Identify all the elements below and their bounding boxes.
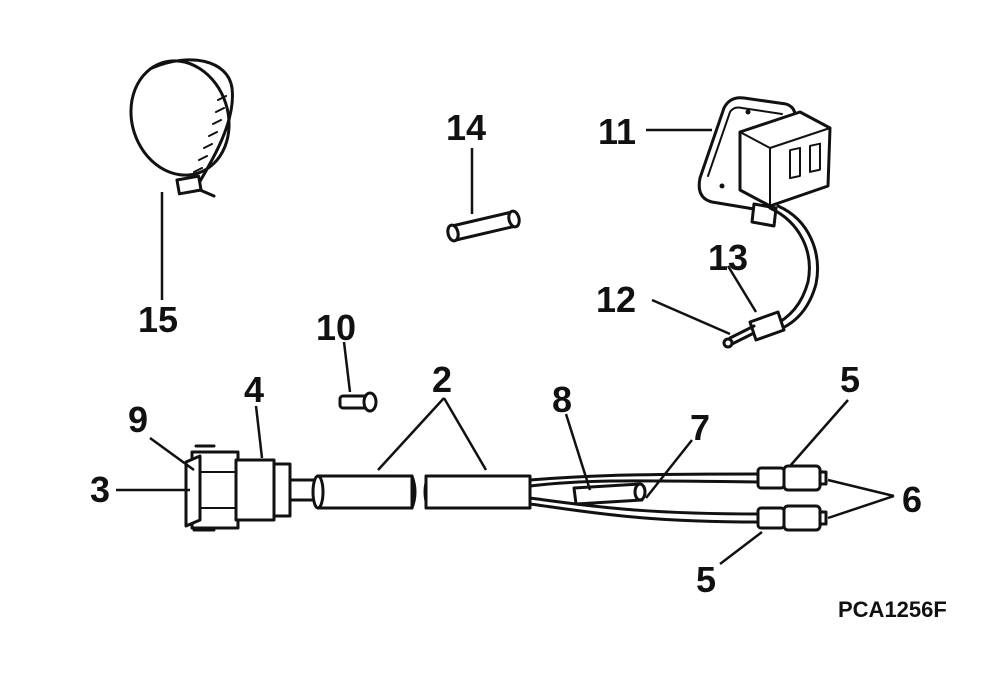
leader-8	[564, 413, 592, 491]
part-harness-sleeve	[311, 474, 532, 510]
leader-2	[377, 397, 488, 471]
callout-15: 15	[138, 299, 178, 340]
leader-9	[149, 436, 195, 472]
callout-10: 10	[316, 307, 356, 348]
callout-8: 8	[552, 379, 572, 420]
leader-5-top	[789, 399, 849, 467]
part-bolt	[338, 391, 378, 413]
part-terminal	[722, 310, 786, 349]
figure-code: PCA1256F	[838, 597, 947, 622]
callout-12: 12	[596, 279, 636, 320]
leader-5-bottom	[719, 531, 763, 565]
leader-13	[726, 265, 758, 313]
part-pin	[446, 209, 521, 243]
callout-4: 4	[244, 369, 264, 410]
leader-lines	[116, 128, 895, 565]
part-cable-tie	[129, 58, 234, 198]
leader-12	[651, 298, 731, 336]
part-wires	[528, 472, 762, 524]
callout-9: 9	[128, 399, 148, 440]
callout-13: 13	[708, 237, 748, 278]
leader-10	[342, 341, 352, 393]
callout-5-top: 5	[840, 359, 860, 400]
part-lead-wire	[768, 204, 819, 332]
callout-labels: 15 14 11 13 12 10 2 8 7 5 5 6 9 4 3 PCA1…	[90, 107, 947, 622]
callout-11: 11	[598, 111, 636, 152]
callout-3: 3	[90, 469, 110, 510]
part-connector	[184, 444, 322, 532]
leader-6	[827, 478, 895, 520]
callout-7: 7	[690, 407, 710, 448]
callout-2: 2	[432, 359, 452, 400]
part-terminals	[756, 464, 828, 532]
leader-7	[645, 439, 693, 499]
callout-14: 14	[446, 107, 486, 148]
callout-5-bottom: 5	[696, 559, 716, 600]
leader-4	[254, 405, 264, 459]
callout-6: 6	[902, 479, 922, 520]
part-switch-module	[697, 96, 832, 228]
